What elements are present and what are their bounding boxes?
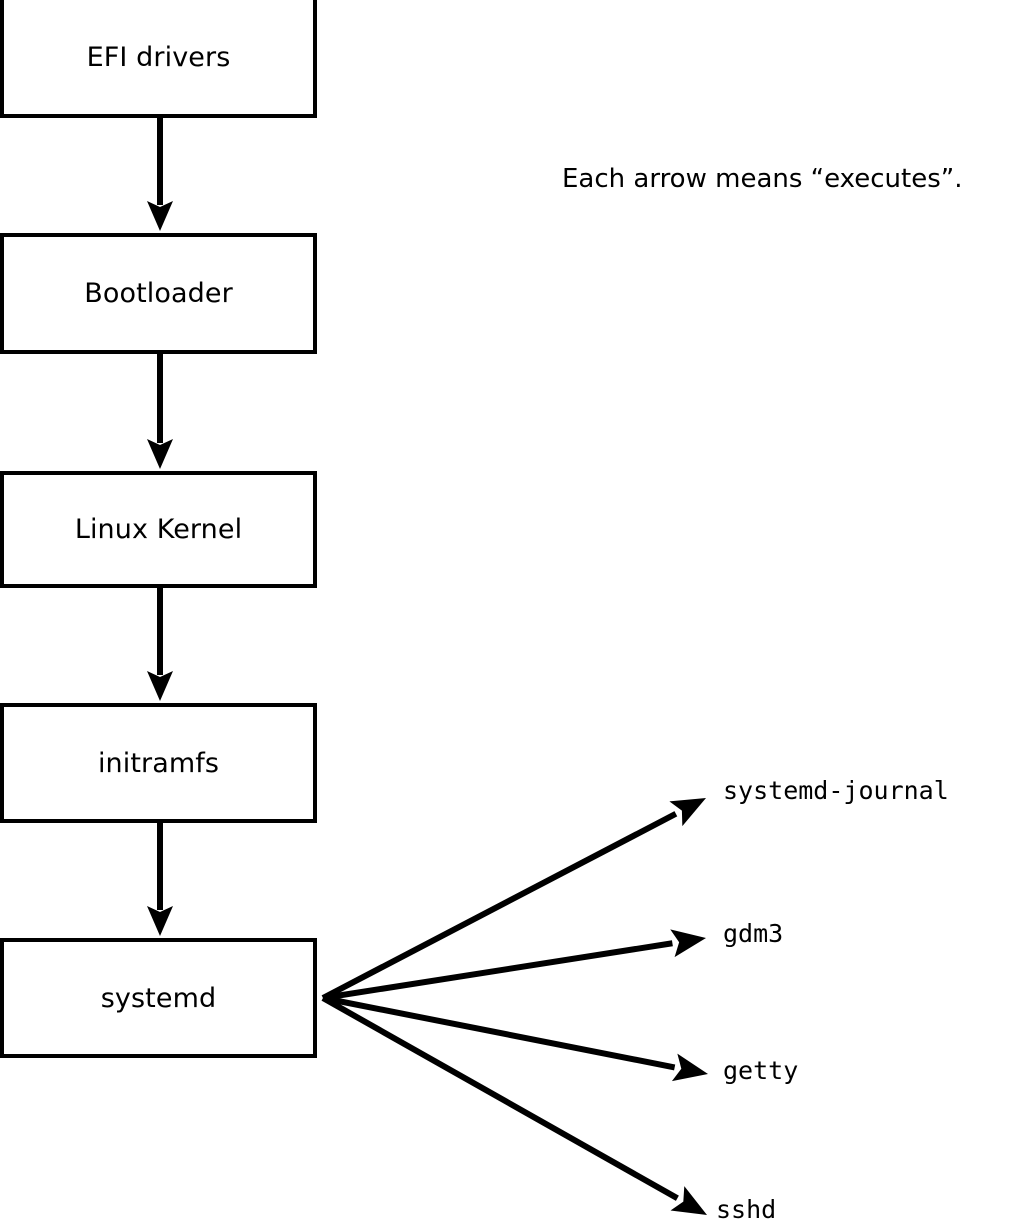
stage-box-linux-kernel[interactable]: Linux Kernel bbox=[0, 471, 317, 588]
spawn-arrow-systemd-journal-shaft bbox=[321, 811, 678, 1001]
legend-caption: Each arrow means “executes”. bbox=[562, 164, 963, 194]
stage-box-initramfs[interactable]: initramfs bbox=[0, 703, 317, 823]
spawn-arrow-systemd-journal bbox=[321, 798, 706, 1001]
stage-label: initramfs bbox=[97, 747, 220, 779]
chain-arrow-initramfs-to-systemd-head bbox=[147, 906, 173, 936]
stage-label: Linux Kernel bbox=[74, 514, 243, 545]
stage-label: Bootloader bbox=[84, 278, 233, 309]
stage-box-systemd[interactable]: systemd bbox=[0, 938, 317, 1058]
process-label-getty[interactable]: getty bbox=[723, 1056, 799, 1085]
spawn-arrow-getty bbox=[322, 995, 708, 1082]
spawn-arrow-sshd-head bbox=[670, 1186, 707, 1215]
spawn-arrow-gdm3 bbox=[322, 929, 706, 1001]
stage-box-bootloader[interactable]: Bootloader bbox=[0, 233, 317, 354]
spawn-arrow-getty-head bbox=[671, 1053, 708, 1082]
spawn-arrow-getty-shaft bbox=[322, 995, 676, 1071]
stage-box-efi-drivers[interactable]: EFI drivers bbox=[0, 0, 317, 118]
chain-arrow-bootloader-to-linux-kernel bbox=[147, 354, 173, 469]
stage-label: EFI drivers bbox=[86, 41, 231, 73]
spawn-arrow-sshd-shaft bbox=[321, 995, 679, 1201]
process-label-systemd-journal[interactable]: systemd-journal bbox=[723, 776, 949, 805]
spawn-arrow-sshd bbox=[321, 995, 707, 1215]
stage-label: systemd bbox=[100, 982, 217, 1014]
process-label-sshd[interactable]: sshd bbox=[716, 1195, 777, 1224]
chain-arrow-efi-drivers-to-bootloader-head bbox=[147, 201, 173, 231]
chain-arrow-initramfs-to-systemd bbox=[147, 823, 173, 936]
spawn-arrow-systemd-journal-head bbox=[669, 798, 706, 827]
chain-arrow-linux-kernel-to-initramfs-head bbox=[147, 671, 173, 701]
spawn-arrow-gdm3-shaft bbox=[322, 940, 673, 1001]
chain-arrow-linux-kernel-to-initramfs bbox=[147, 587, 173, 701]
spawn-arrow-gdm3-head bbox=[670, 929, 706, 958]
chain-arrow-efi-drivers-to-bootloader bbox=[147, 118, 173, 231]
chain-arrow-bootloader-to-linux-kernel-head bbox=[147, 439, 173, 469]
process-label-gdm3[interactable]: gdm3 bbox=[723, 919, 784, 948]
